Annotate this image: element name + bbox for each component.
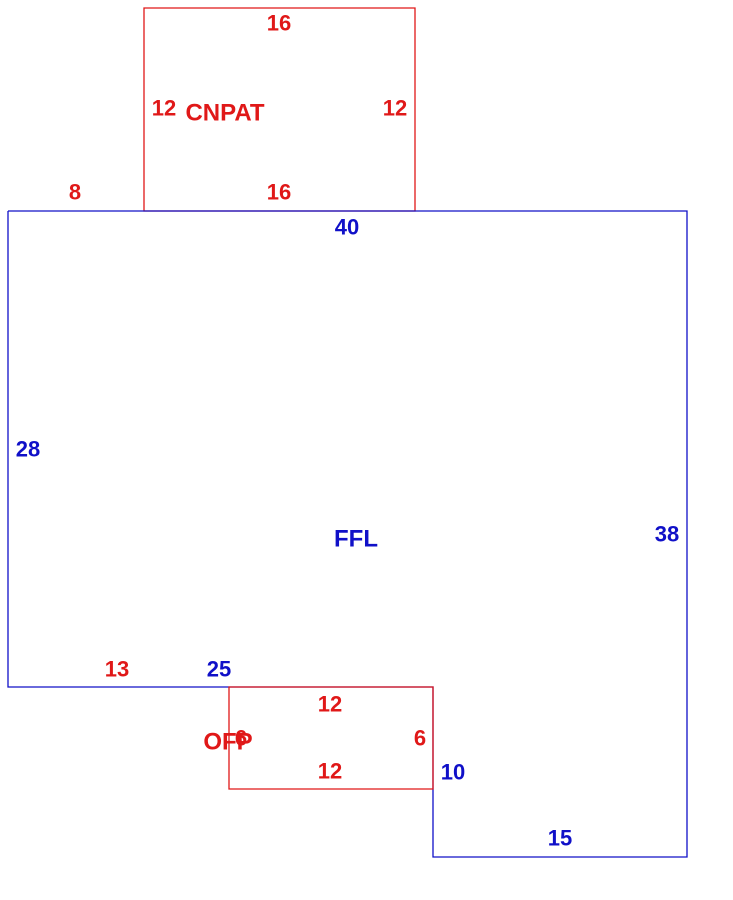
cnpat-dim-offset: 8 xyxy=(69,180,81,205)
ffl-area-label: FFL xyxy=(334,526,378,553)
ffl-dim-inner-vertical: 10 xyxy=(441,760,465,785)
ofp-dim-right: 6 xyxy=(414,726,426,751)
ffl-dim-left: 28 xyxy=(16,437,40,462)
ffl-dim-top: 40 xyxy=(335,215,359,240)
ofp-dim-bottom: 12 xyxy=(318,759,342,784)
ofp-dim-left: 6 xyxy=(235,726,247,751)
ffl-dim-bottom-left: 25 xyxy=(207,657,231,682)
cnpat-area-label: CNPAT xyxy=(185,100,264,127)
cnpat-dim-left: 12 xyxy=(152,96,176,121)
ofp-dim-offset: 13 xyxy=(105,657,129,682)
ffl-outline xyxy=(7,210,688,858)
cnpat-dim-bottom: 16 xyxy=(267,180,291,205)
ofp-area-label: OFP xyxy=(203,729,252,756)
ofp-outline xyxy=(228,686,434,790)
cnpat-dim-right: 12 xyxy=(383,96,407,121)
ofp-dim-top: 12 xyxy=(318,692,342,717)
cnpat-dim-top: 16 xyxy=(267,11,291,36)
ffl-dim-bottom-right: 15 xyxy=(548,826,572,851)
ffl-dim-right: 38 xyxy=(655,522,679,547)
